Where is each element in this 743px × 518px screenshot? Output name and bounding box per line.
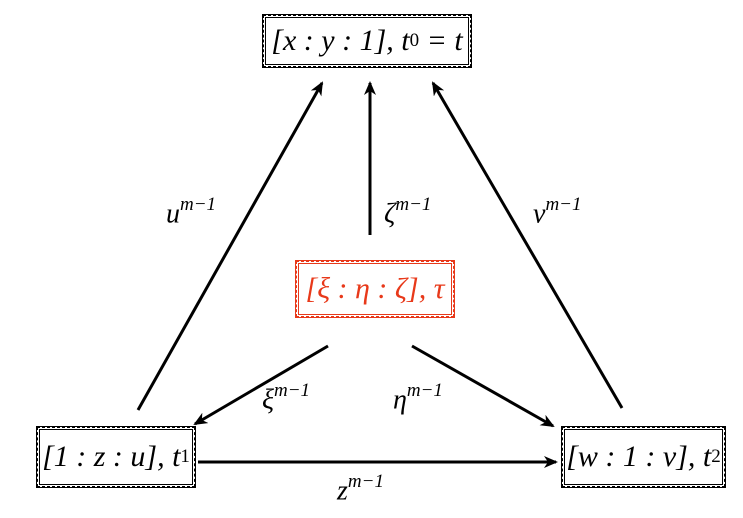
- edge-label-zeta: ζm−1: [384, 194, 432, 230]
- node-left-main: [1 : z : u], t: [42, 440, 181, 473]
- edge-label-z: zm−1: [337, 471, 384, 507]
- node-top-sub: 0: [409, 30, 420, 51]
- node-center-text: [ξ : η : ζ], τ: [305, 272, 445, 305]
- node-right-sub: 2: [711, 446, 721, 467]
- edge-label-u: um−1: [166, 194, 217, 230]
- arrow-center-to-right: [411, 344, 555, 428]
- edge-label-xi: ξm−1: [262, 380, 311, 416]
- arrow-right-to-top: [431, 81, 624, 409]
- node-left-sub: 1: [180, 446, 190, 467]
- node-right-main: [w : 1 : v], t: [566, 440, 712, 473]
- node-top-tail: = t: [419, 24, 463, 57]
- node-top-main: [x : y : 1], t: [271, 24, 410, 57]
- node-center: [ξ : η : ζ], τ: [295, 260, 455, 318]
- arrow-left-to-top: [136, 81, 324, 411]
- edge-label-v: vm−1: [533, 194, 582, 230]
- arrow-center-to-left: [193, 344, 329, 426]
- edge-label-eta: ηm−1: [393, 380, 443, 416]
